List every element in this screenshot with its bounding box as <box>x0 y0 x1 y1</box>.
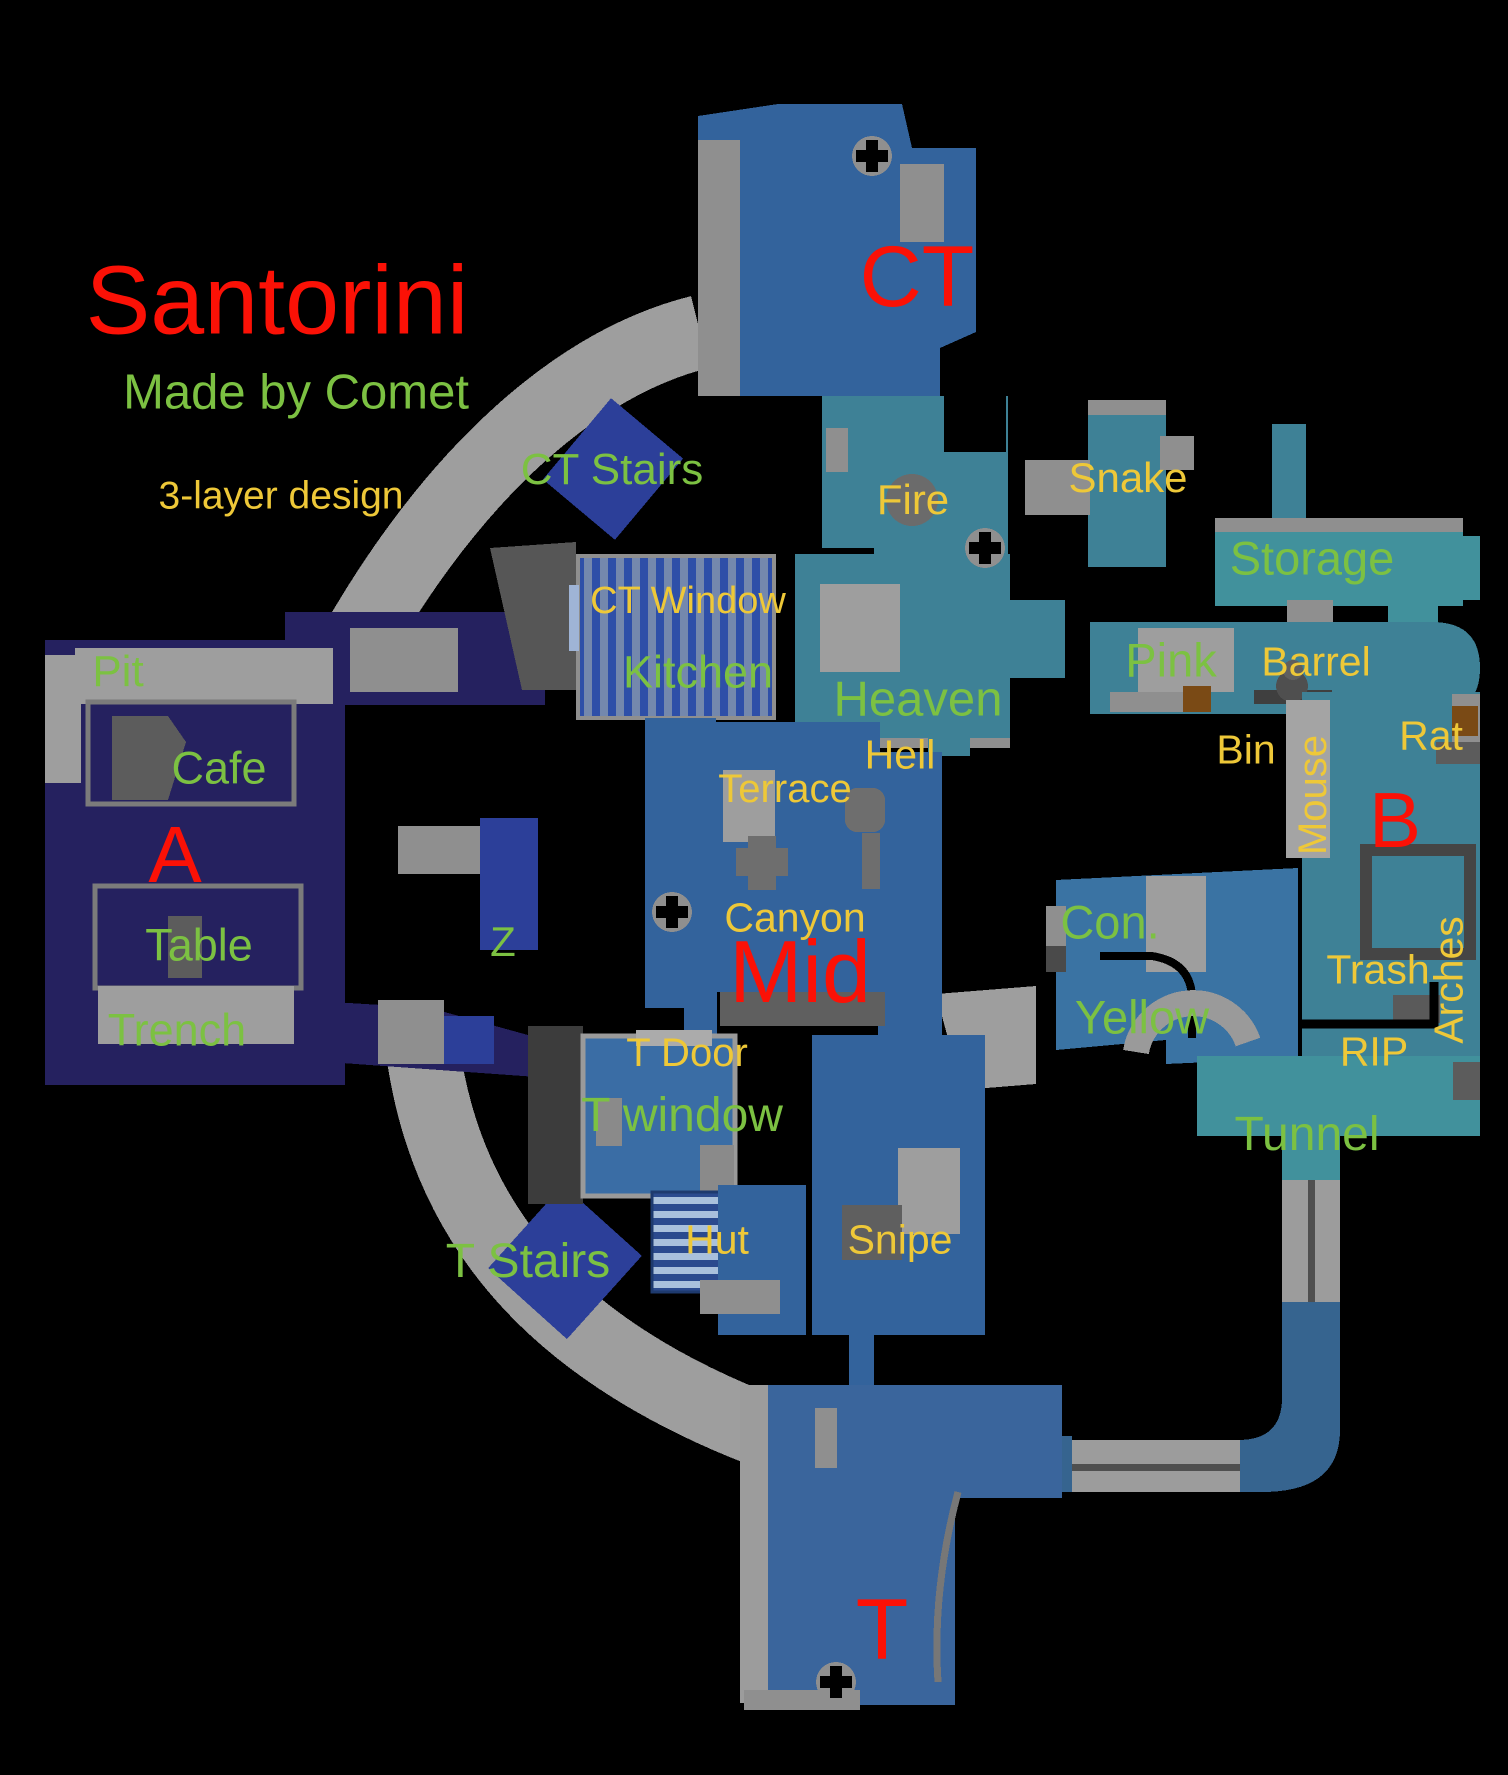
mid-floor <box>702 722 880 992</box>
marker-cross-icon <box>652 892 692 932</box>
z-corridor <box>480 818 538 950</box>
door-brown <box>1183 686 1211 712</box>
terrace-block <box>723 770 775 842</box>
ct-window-slit <box>569 585 579 651</box>
region-kitchen <box>490 542 776 720</box>
ring-walkway <box>317 296 812 1480</box>
hut-stairs <box>650 1190 722 1294</box>
ct-stairs-steps <box>542 398 684 540</box>
pink-block <box>1138 628 1234 692</box>
hell-drop <box>928 698 970 756</box>
region-hut-snipe <box>650 1035 985 1385</box>
t-stairs-steps <box>488 1184 642 1340</box>
region-b-site <box>1258 692 1480 1064</box>
t-door-gap <box>636 1030 712 1046</box>
mouse-corridor <box>1286 700 1330 858</box>
tunnel-room <box>1197 1056 1480 1136</box>
snake-room <box>1088 415 1166 567</box>
marker-cross-icon <box>965 528 1005 568</box>
marker-cross-icon <box>816 1662 856 1702</box>
region-mid <box>645 718 942 1082</box>
region-a-site <box>45 612 662 1086</box>
barrel-prop <box>1276 670 1308 702</box>
region-t-spawn <box>740 1385 1062 1710</box>
region-t-window <box>528 1026 738 1204</box>
kitchen-room <box>576 554 776 720</box>
trench-walk <box>98 986 294 1044</box>
door-brown <box>1452 706 1478 736</box>
pit-walk <box>75 648 333 704</box>
region-storage <box>1215 518 1480 646</box>
marker-cross-icon <box>852 136 892 176</box>
region-ct-spawn <box>698 104 976 396</box>
storage-room <box>1215 518 1463 606</box>
region-fire-heaven <box>795 396 1306 756</box>
